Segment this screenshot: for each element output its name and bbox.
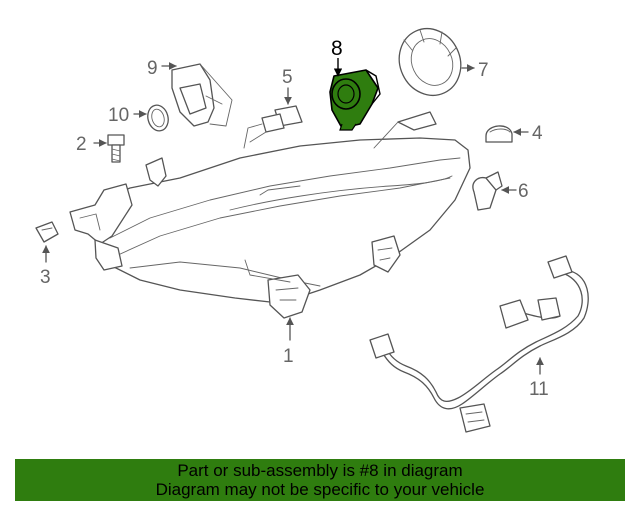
cap-part <box>485 125 513 143</box>
callout-8: 8 <box>331 37 343 60</box>
notice-line-disclaimer: Diagram may not be specific to your vehi… <box>155 480 485 499</box>
bulb-part <box>243 105 303 149</box>
headlamp-assembly <box>69 111 471 319</box>
bolt-part <box>107 134 125 163</box>
callout-1: 1 <box>283 346 294 367</box>
notice-banner: Part or sub-assembly is #8 in diagram Di… <box>15 459 625 501</box>
callout-3: 3 <box>40 267 51 288</box>
ballast-module-part <box>171 63 233 127</box>
callout-4: 4 <box>532 123 543 144</box>
highlighted-socket-part-8 <box>329 69 381 131</box>
callout-2: 2 <box>76 134 87 155</box>
clip-nut-part <box>35 221 59 243</box>
callout-9: 9 <box>147 58 158 79</box>
callout-7: 7 <box>478 60 489 81</box>
callout-6: 6 <box>518 181 529 202</box>
callout-11: 11 <box>529 379 549 400</box>
notice-line-part-number: Part or sub-assembly is #8 in diagram <box>177 461 463 480</box>
ring-cover-part <box>398 28 462 96</box>
callout-10: 10 <box>108 105 129 126</box>
wedge-bulb-part <box>472 171 503 211</box>
o-ring-part <box>147 104 169 132</box>
wiring-harness-part <box>369 255 589 433</box>
callout-5: 5 <box>282 67 293 88</box>
